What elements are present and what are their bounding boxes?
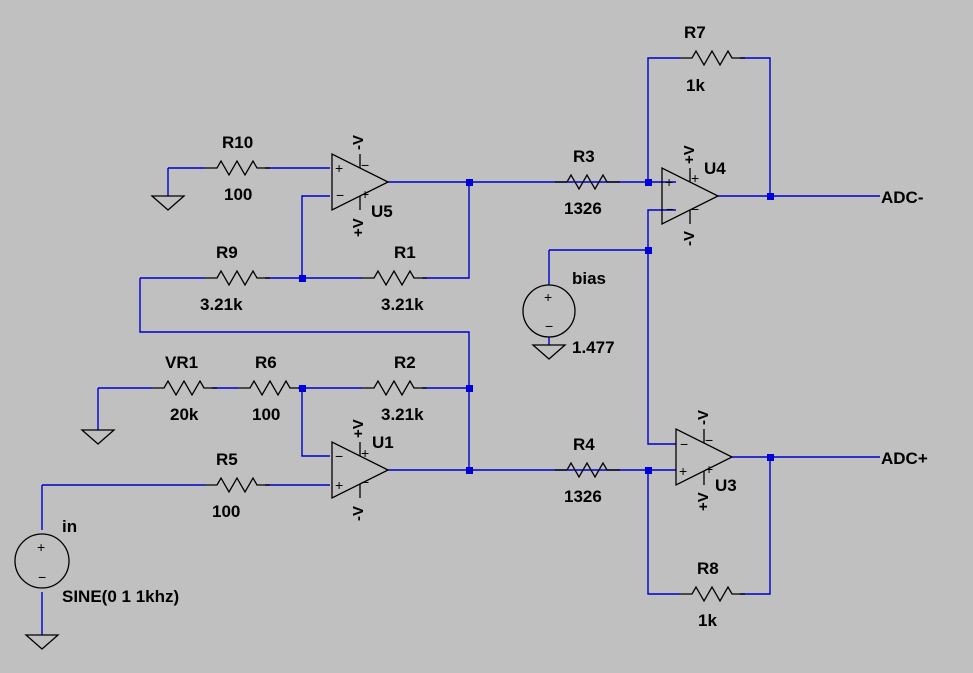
r2-value: 3.21k <box>381 405 424 424</box>
in-source-value: SINE(0 1 1khz) <box>62 587 179 606</box>
ground-symbol-in <box>24 634 60 650</box>
resistor-r6[interactable] <box>238 379 303 397</box>
svg-text:+: + <box>691 170 699 186</box>
r5-value: 100 <box>212 502 240 521</box>
svg-text:−: − <box>336 187 344 203</box>
svg-text:−: − <box>545 318 553 334</box>
u1-name: U1 <box>372 433 394 452</box>
bias-source-value: 1.477 <box>572 338 615 357</box>
wires <box>41 57 880 635</box>
net-label-adc-plus: ADC+ <box>881 449 928 468</box>
voltage-source-bias[interactable]: + − <box>522 284 576 338</box>
resistor-r3[interactable] <box>555 173 620 191</box>
svg-text:−: − <box>680 436 688 452</box>
resistor-r5[interactable] <box>205 476 270 494</box>
r1-value: 3.21k <box>381 295 424 314</box>
u5-minus-supply: -V <box>350 135 367 150</box>
u4-minus-supply: -V <box>681 231 698 246</box>
svg-text:+: + <box>335 160 343 176</box>
vr1-value: 20k <box>170 405 199 424</box>
svg-text:−: − <box>361 157 369 173</box>
r8-value: 1k <box>698 611 717 630</box>
resistor-r10[interactable] <box>205 159 270 177</box>
svg-text:+: + <box>679 463 687 479</box>
junction-dots <box>299 179 774 474</box>
opamp-u1[interactable]: − + + − <box>331 440 390 500</box>
u4-plus-supply: +V <box>681 145 698 164</box>
svg-text:+: + <box>544 289 552 305</box>
opamp-u5[interactable]: + − − + <box>331 152 390 212</box>
r10-value: 100 <box>224 185 252 204</box>
u5-plus-supply: +V <box>350 218 367 237</box>
svg-text:+: + <box>705 461 713 477</box>
svg-text:−: − <box>691 201 699 217</box>
r9-name: R9 <box>216 243 238 262</box>
voltage-source-in[interactable]: + − <box>14 533 70 589</box>
resistor-r1[interactable] <box>362 269 427 287</box>
svg-text:+: + <box>361 445 369 461</box>
r6-name: R6 <box>255 353 277 372</box>
r8-name: R8 <box>697 559 719 578</box>
svg-text:−: − <box>38 569 46 585</box>
r1-name: R1 <box>394 243 416 262</box>
resistor-r8[interactable] <box>680 585 745 603</box>
resistor-vr1[interactable] <box>152 379 217 397</box>
u5-name: U5 <box>371 202 393 221</box>
resistor-r7[interactable] <box>680 49 745 67</box>
r2-name: R2 <box>394 353 416 372</box>
svg-text:+: + <box>361 186 369 202</box>
svg-text:−: − <box>361 474 369 490</box>
resistor-r4[interactable] <box>555 461 620 479</box>
bias-source-name: bias <box>572 269 606 288</box>
svg-text:−: − <box>705 432 713 448</box>
u3-minus-supply: -V <box>695 410 712 425</box>
u3-name: U3 <box>715 476 737 495</box>
r6-value: 100 <box>252 405 280 424</box>
u3-plus-supply: +V <box>695 492 712 511</box>
r4-name: R4 <box>573 435 595 454</box>
ground-symbol-r10 <box>150 168 186 211</box>
svg-text:−: − <box>666 201 674 217</box>
opamp-u4[interactable]: + − + − <box>661 166 720 226</box>
u1-minus-supply: -V <box>350 506 367 521</box>
resistor-r9[interactable] <box>205 269 270 287</box>
in-source-name: in <box>62 517 77 536</box>
ground-symbol-vr1 <box>80 429 116 445</box>
u4-name: U4 <box>704 159 726 178</box>
r7-name: R7 <box>684 23 706 42</box>
opamp-u3[interactable]: − + − + <box>675 427 734 487</box>
vr1-name: VR1 <box>165 353 198 372</box>
r3-name: R3 <box>573 147 595 166</box>
svg-text:−: − <box>335 448 343 464</box>
u1-plus-supply: +V <box>350 419 367 438</box>
r9-value: 3.21k <box>200 295 243 314</box>
svg-text:+: + <box>335 477 343 493</box>
ground-symbol-bias <box>531 344 567 360</box>
svg-text:+: + <box>665 174 673 190</box>
r5-name: R5 <box>216 450 238 469</box>
r3-value: 1326 <box>564 199 602 218</box>
svg-text:+: + <box>37 539 45 555</box>
r4-value: 1326 <box>564 487 602 506</box>
net-label-adc-minus: ADC- <box>881 188 924 207</box>
r7-value: 1k <box>686 76 705 95</box>
r10-name: R10 <box>222 133 253 152</box>
resistor-r2[interactable] <box>362 379 427 397</box>
